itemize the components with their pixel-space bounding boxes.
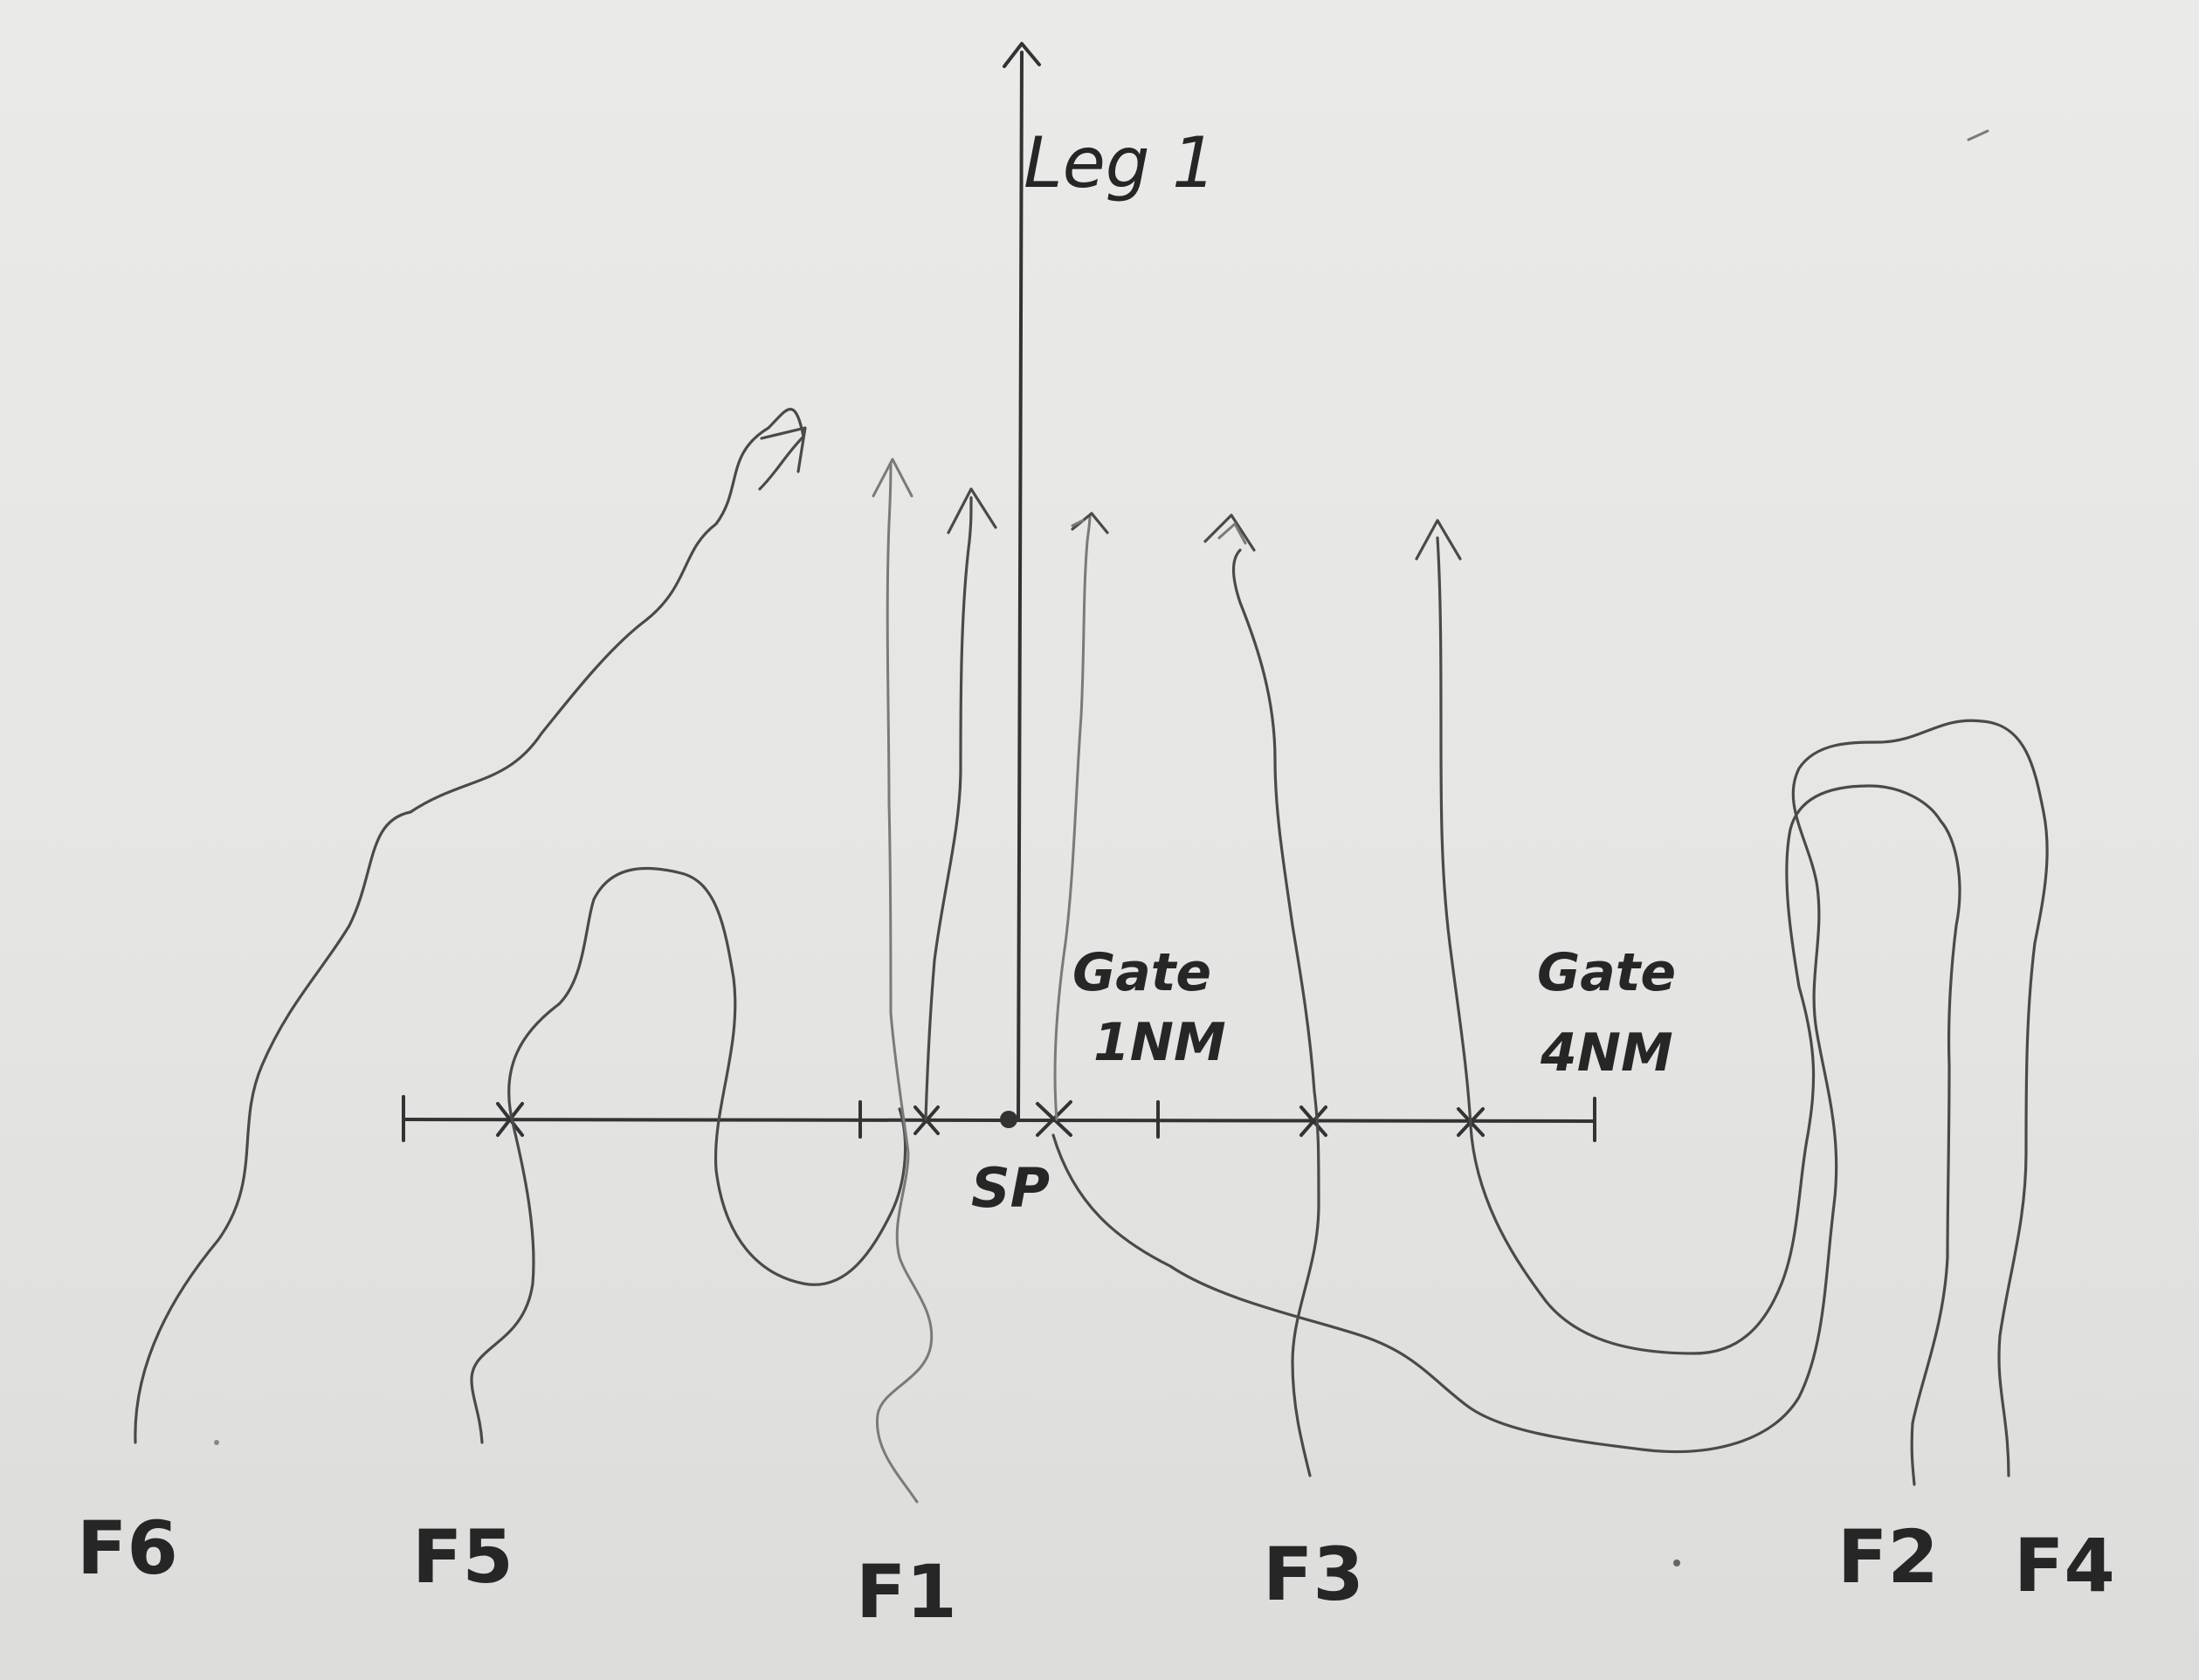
f1-arrowhead <box>872 458 913 498</box>
gate-line <box>402 1095 1596 1142</box>
flight-label-f1: F1 <box>856 1549 957 1635</box>
flight-path-inner-left <box>924 487 997 1121</box>
inner-right-track <box>1053 513 1092 1121</box>
f3-track <box>1231 548 1320 1477</box>
f3-arrowhead-inner <box>1217 522 1247 545</box>
f2-track <box>1436 536 1961 1486</box>
flight-label-f3: F3 <box>1263 1532 1364 1617</box>
flight-path-inner-right <box>1053 512 1109 1121</box>
flight-path-f5 <box>470 866 907 1444</box>
leg-axis <box>1003 42 1041 1121</box>
pencil-marks <box>214 129 1989 1566</box>
flight-label-f2: F2 <box>1837 1514 1939 1600</box>
flight-label-f4: F4 <box>2014 1523 2115 1608</box>
f3-arrowhead <box>1203 513 1256 552</box>
f6-track <box>134 408 805 1444</box>
leg-label: Leg 1 <box>1024 122 1217 203</box>
crossing-marker-sp-right <box>1036 1100 1072 1137</box>
f1-track <box>875 461 934 1504</box>
gate-line-axis <box>402 1118 1596 1123</box>
flight-path-f2 <box>1415 519 1961 1486</box>
start-point-label: SP <box>971 1156 1050 1220</box>
flight-path-f6 <box>134 408 807 1444</box>
leg-axis-line <box>1017 51 1024 1121</box>
inner-left-track <box>924 496 973 1121</box>
leg-axis-arrowhead <box>1003 42 1041 68</box>
flight-label-f6: F6 <box>77 1505 178 1591</box>
gate-4nm-label-line2: 4NM <box>1540 1022 1673 1084</box>
inner-left-arrowhead <box>947 487 997 534</box>
flight-label-f5: F5 <box>412 1514 514 1600</box>
f4-track <box>1051 719 2049 1477</box>
crossing-marker-f5 <box>496 1102 524 1137</box>
f2-arrowhead <box>1415 519 1462 561</box>
flight-path-f4 <box>1051 719 2049 1477</box>
inner-right-arrow-detail <box>1071 519 1085 527</box>
f5-track <box>470 866 907 1444</box>
gate-4nm-label-line1: Gate <box>1537 942 1676 1003</box>
gate-1nm-label-line1: Gate <box>1072 942 1211 1003</box>
pencil-dot <box>214 1440 219 1445</box>
pencil-dash <box>1967 129 1989 141</box>
start-point-marker <box>1000 1111 1017 1128</box>
flight-path-f1 <box>872 458 934 1504</box>
flight-path-f3 <box>1203 513 1320 1477</box>
gate-1nm-label-line2: 1NM <box>1093 1012 1226 1073</box>
f6-arrowhead <box>760 426 807 473</box>
pencil-dot <box>1673 1560 1680 1566</box>
f6-track-tail <box>758 435 805 491</box>
crossing-marker-f3 <box>1299 1105 1327 1137</box>
